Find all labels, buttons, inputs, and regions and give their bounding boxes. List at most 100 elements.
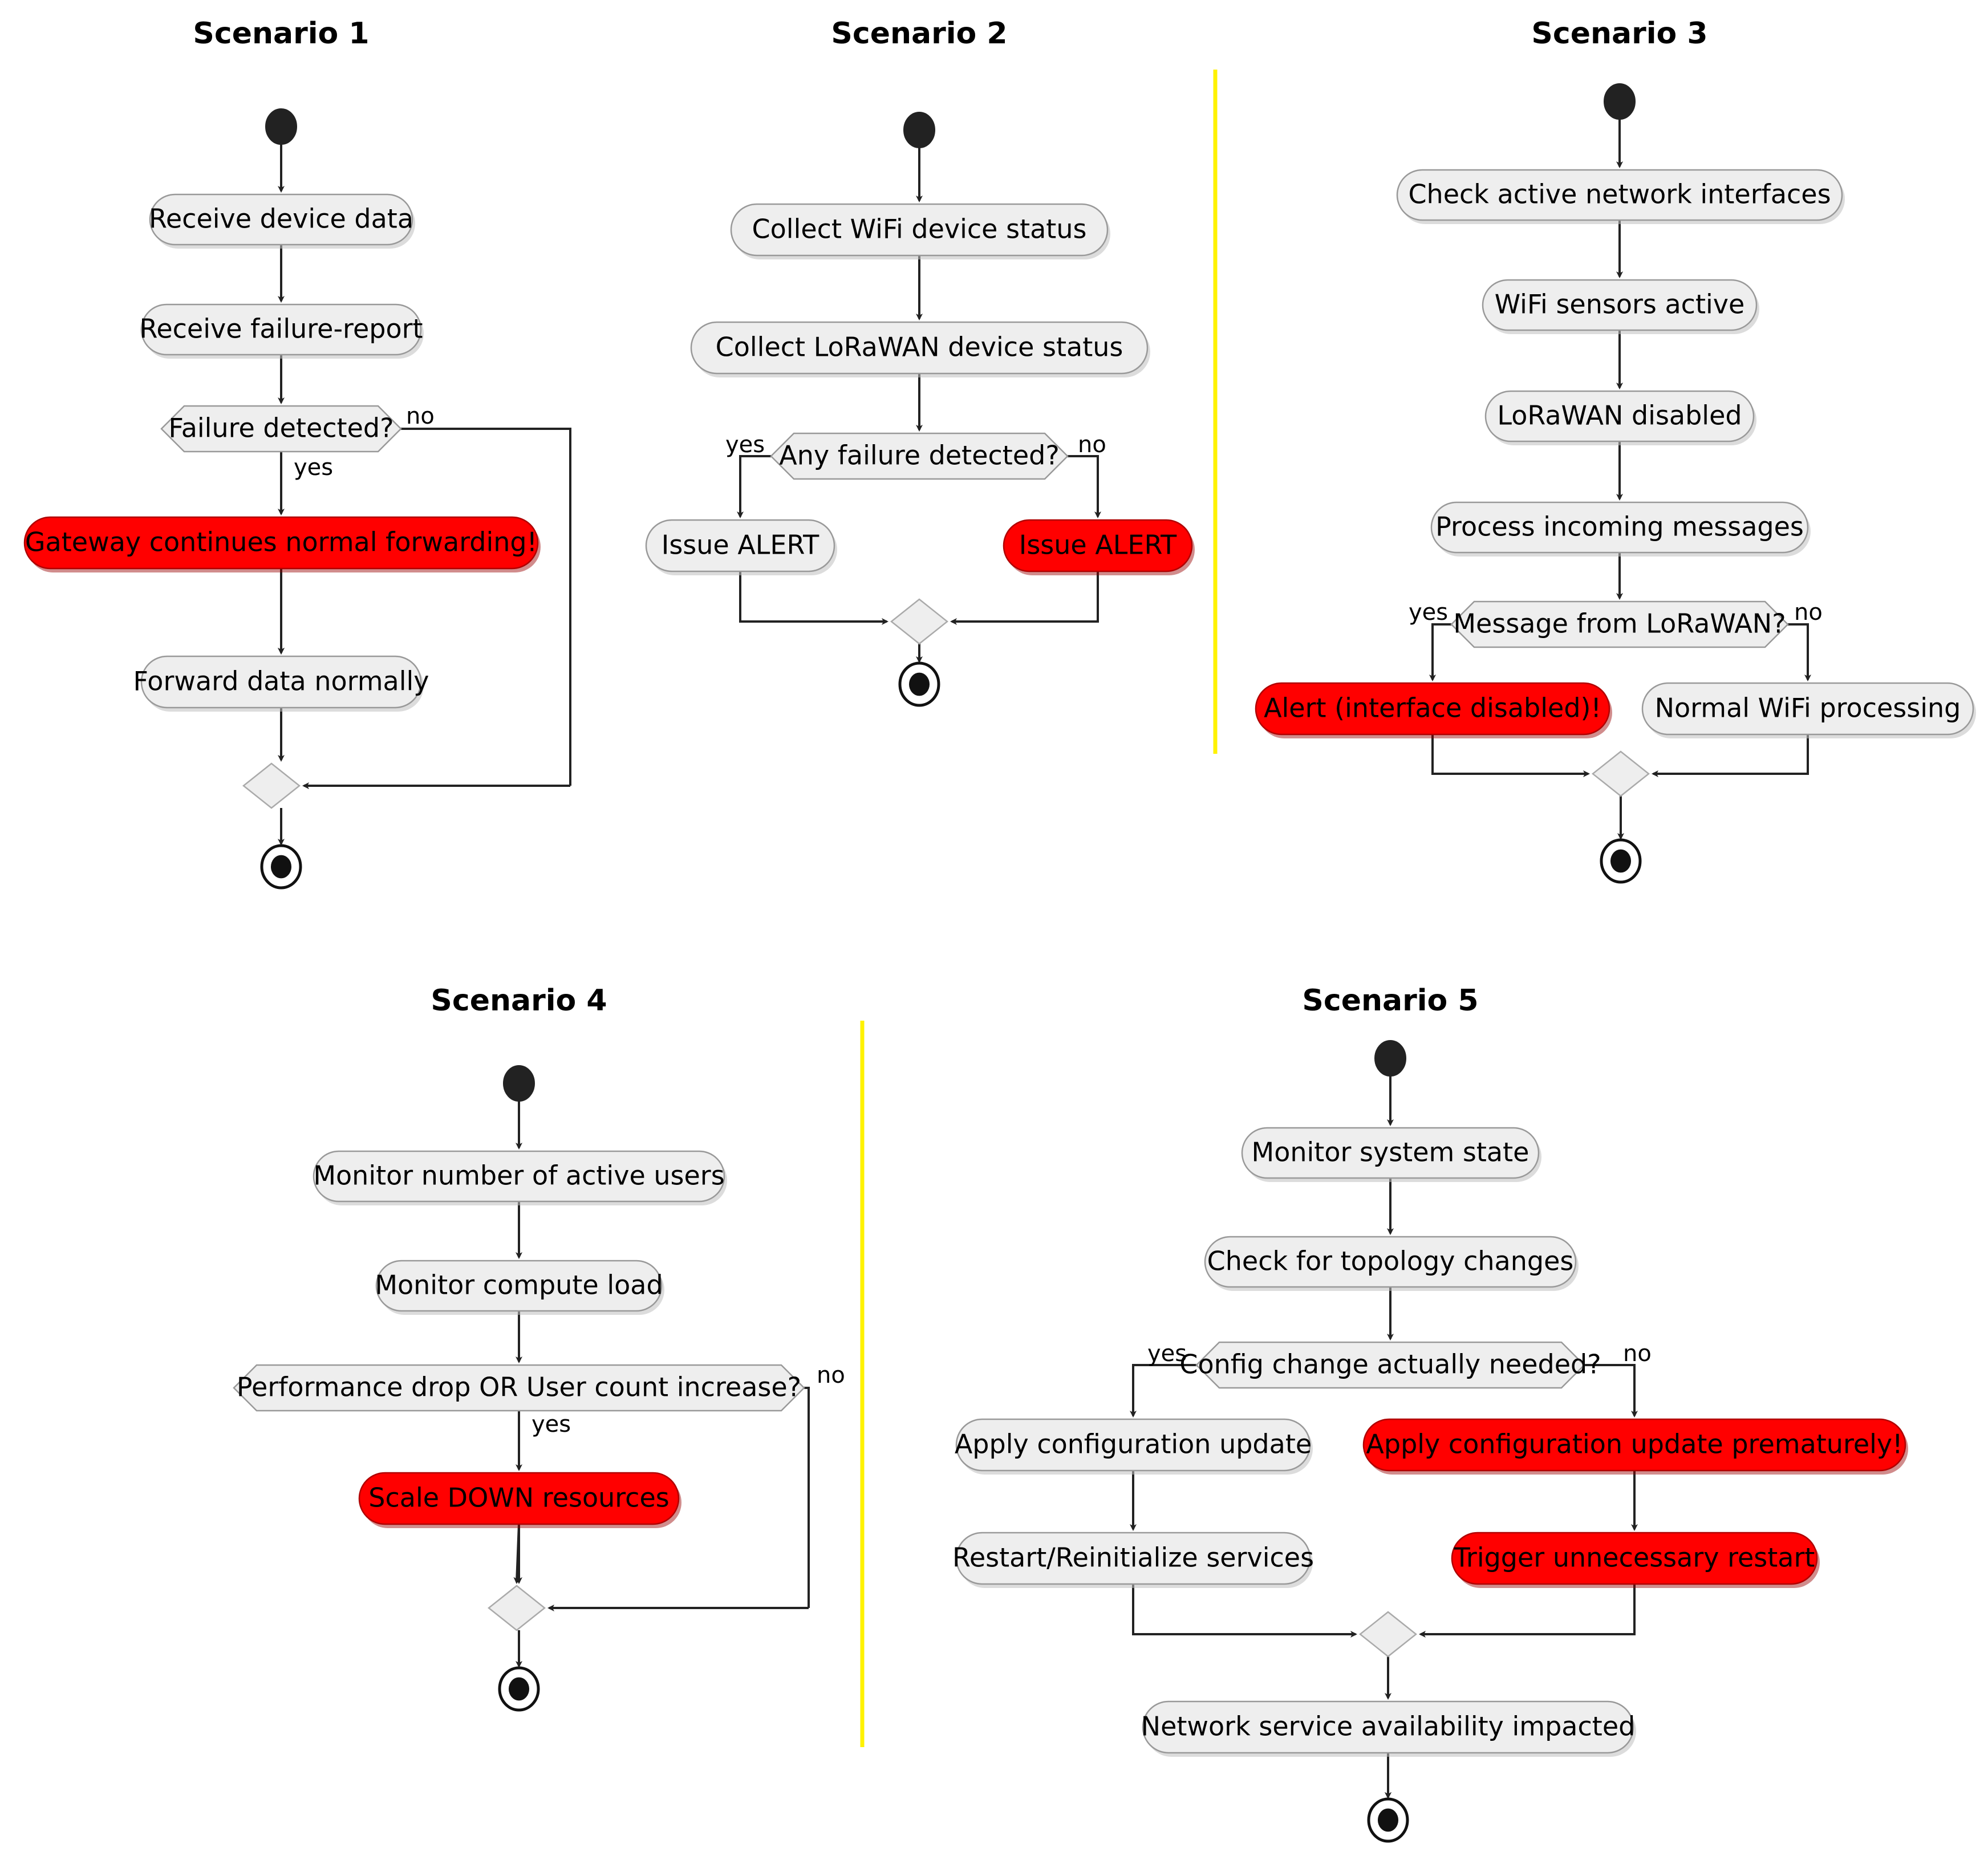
merge-diamond [1358,1611,1418,1658]
decision-label: Any failure detected? [779,440,1059,471]
flow-edge [950,571,1099,625]
scenario-5-title: Scenario 5 [1302,984,1478,1018]
activity-label: Issue ALERT [1019,530,1177,561]
activity-normal-wifi-processing[interactable]: Normal WiFi processing [1641,682,1976,738]
activity-apply-configuration-update[interactable]: Apply configuration update [955,1418,1313,1475]
activity-forward-data-normally[interactable]: Forward data normally [133,655,429,712]
activity-issue-alert-no[interactable]: Issue ALERT [1003,519,1195,575]
activity-collect-wifi-device-status[interactable]: Collect WiFi device status [730,203,1110,259]
activity-box [140,303,422,356]
activity-gateway-continues-normal-forwarding[interactable]: Gateway continues normal forwarding! [23,516,541,572]
activity-label: LoRaWAN disabled [1497,400,1742,431]
activity-box [955,1418,1311,1472]
edge-label-yes: yes [294,454,333,481]
merge-diamond [242,762,301,809]
flow-edge [401,428,571,786]
end-node [1367,1797,1409,1843]
end-node [498,1666,540,1712]
flow-edge [1130,1364,1196,1418]
activity-box [149,193,413,246]
start-node [1604,83,1636,120]
activity-label: Receive failure-report [139,314,423,344]
activity-monitor-system-state[interactable]: Monitor system state [1241,1127,1541,1182]
activity-label: Trigger unnecessary restart [1454,1542,1815,1573]
end-node-dot [1610,849,1632,873]
merge-node [1591,750,1650,797]
end-node-dot [908,672,930,696]
edge-label-no: no [1623,1341,1652,1367]
activity-receive-device-data[interactable]: Receive device data [149,193,415,249]
scenario-dividers [860,70,1218,1747]
decision-failure-detected[interactable]: Failure detected? [160,405,402,453]
flow-edge [804,1387,810,1608]
alert-activity-box [1003,519,1193,572]
alert-activity-box [358,1472,680,1525]
activity-trigger-unnecessary-restart[interactable]: Trigger unnecessary restart [1451,1532,1820,1588]
activity-box [1396,169,1843,221]
activity-scale-down-resources[interactable]: Scale DOWN resources [358,1472,681,1528]
activity-check-for-topology-changes[interactable]: Check for topology changes [1204,1236,1579,1291]
alert-activity-box [23,516,539,570]
decision-message-from-lorawan[interactable]: Message from LoRaWAN? [1450,600,1789,648]
scenario-4-title: Scenario 4 [431,984,607,1018]
activity-apply-configuration-update-prematurely[interactable]: Apply configuration update prematurely! [1362,1418,1908,1475]
scenario-1-title: Scenario 1 [193,17,369,51]
activity-wifi-sensors-active[interactable]: WiFi sensors active [1482,279,1759,334]
end-node [1600,838,1642,884]
edge-label-no: no [817,1362,845,1388]
activity-box [140,655,422,709]
merge-node [890,598,949,645]
activity-box [645,519,835,572]
activity-label: Apply configuration update [955,1429,1312,1460]
activity-label: Normal WiFi processing [1655,693,1961,724]
activity-box [313,1150,725,1203]
start-node [265,108,297,145]
activity-monitor-number-of-active-users[interactable]: Monitor number of active users [313,1150,727,1205]
activity-label: Check for topology changes [1207,1246,1574,1277]
activity-receive-failure-report[interactable]: Receive failure-report [139,303,424,359]
activity-process-incoming-messages[interactable]: Process incoming messages [1430,501,1811,557]
flow-edge [739,571,888,625]
edge-label-yes: yes [1409,599,1448,626]
activity-monitor-compute-load[interactable]: Monitor compute load [375,1260,664,1315]
activity-label: Monitor number of active users [313,1160,724,1191]
end-node [898,661,940,707]
flow-edge [1068,455,1101,518]
activity-collect-lorawan-device-status[interactable]: Collect LoRaWAN device status [690,321,1150,377]
decision-label: Message from LoRaWAN? [1453,608,1786,639]
activity-network-service-availability-impacted[interactable]: Network service availability impacted [1141,1700,1636,1757]
activity-box [1482,279,1758,331]
start-node [503,1065,535,1102]
flow-edges [278,142,571,846]
decision-label: Failure detected? [168,413,393,444]
flow-edges [513,1099,810,1668]
activity-restart-reinitialize-services[interactable]: Restart/Reinitialize services [952,1532,1314,1588]
activity-alert-interface-disabled[interactable]: Alert (interface disabled)! [1255,682,1612,738]
flow-edges [737,145,1101,663]
alert-activity-box [1451,1532,1818,1585]
decision-performance-drop-or-user-count-increase[interactable]: Performance drop OR User count increase? [233,1364,805,1412]
activity-label: Process incoming messages [1435,511,1804,542]
decision-label: Performance drop OR User count increase? [237,1372,801,1403]
decision-hexagon [1450,600,1789,648]
activity-label: Collect WiFi device status [752,214,1087,245]
edge-label-yes: yes [532,1411,571,1437]
activity-issue-alert-yes[interactable]: Issue ALERT [645,519,837,575]
activity-label: Gateway continues normal forwarding! [25,527,537,558]
flow-edges [1130,1074,1638,1799]
flow-edge [737,455,771,518]
activity-lorawan-disabled[interactable]: LoRaWAN disabled [1484,390,1756,445]
decision-config-change-actually-needed[interactable]: Config change actually needed? [1179,1341,1601,1389]
activity-label: Restart/Reinitialize services [952,1542,1314,1573]
decision-any-failure-detected[interactable]: Any failure detected? [770,432,1069,480]
scenario-2-title: Scenario 2 [831,17,1007,51]
end-node-dot [1377,1808,1399,1832]
activity-box [1241,1127,1540,1179]
end-node [260,844,302,890]
flow-edge [1584,1364,1638,1418]
start-node-circle [265,108,297,145]
activity-check-active-network-interfaces[interactable]: Check active network interfaces [1396,169,1845,224]
flow-edge [1788,623,1811,681]
